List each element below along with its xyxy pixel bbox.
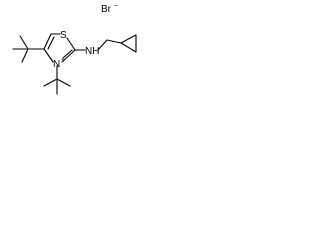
bond-nh-ch2 — [97, 39, 108, 51]
bond-s-c2 — [66, 37, 76, 51]
sulfur-atom-label: S — [60, 30, 67, 41]
bond-n3-c2-double — [62, 49, 73, 59]
bond-cyclopropyl-a — [120, 34, 137, 44]
bond-cyclopropyl-b — [120, 42, 137, 53]
counterion-symbol: Br — [101, 4, 112, 15]
bond-n3-c2 — [61, 49, 76, 63]
chemical-structure: Br − S N + NH — [12, 3, 137, 95]
bond-ch2-cyclopropyl — [106, 39, 122, 44]
bond-c4-n3 — [43, 48, 54, 63]
bond-tbu2-me1 — [43, 78, 58, 87]
bond-tbu2-me2 — [56, 78, 71, 87]
ring-nitrogen-label: N — [53, 59, 60, 70]
bond-c4-c5-double — [47, 36, 55, 50]
ring-nitrogen-charge: + — [61, 57, 65, 64]
bond-tbu1-me3 — [21, 48, 29, 63]
bond-c4-c5 — [43, 33, 52, 50]
counterion-charge: − — [114, 3, 118, 10]
bond-tbu1-me1 — [19, 35, 29, 50]
amine-nh-label: NH — [85, 46, 99, 57]
